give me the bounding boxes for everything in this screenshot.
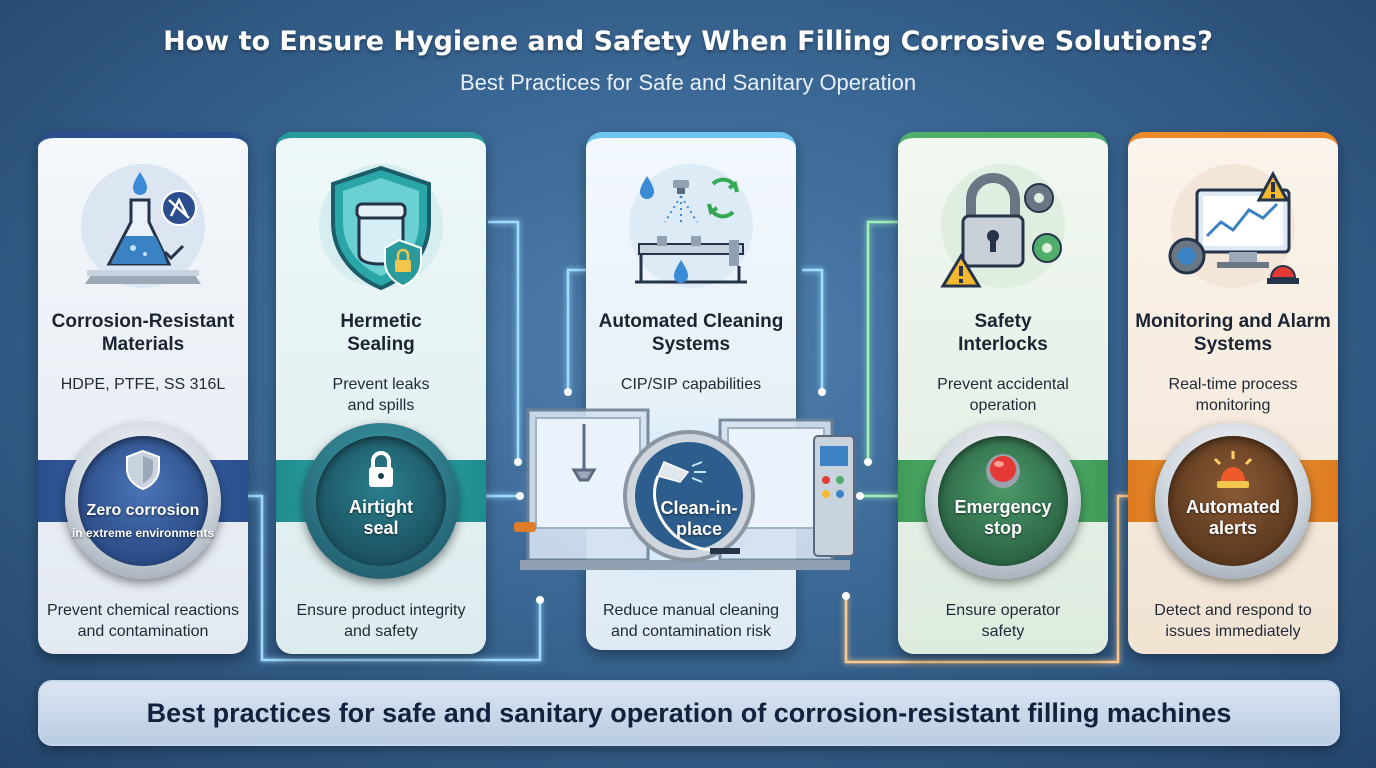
feature-badge: Emergency stop	[925, 423, 1081, 579]
card-benefit: Ensure product integrity and safety	[296, 602, 466, 640]
page-title: How to Ensure Hygiene and Safety When Fi…	[163, 26, 1213, 57]
cip-badge-label: Clean-in-place	[660, 498, 738, 539]
card-title: Hermetic Sealing	[340, 311, 422, 355]
card-description: Prevent leaks and spills	[332, 376, 430, 414]
wire-card2-top	[488, 220, 520, 462]
card-hermetic-sealing: Hermetic Sealing Prevent leaks and spill…	[276, 132, 486, 654]
alarm-light-icon	[1213, 451, 1253, 488]
wire-card3-right	[802, 268, 824, 392]
feature-badge: Zero corrosion in extreme environments	[65, 423, 221, 579]
filling-machine-illustration	[514, 405, 864, 590]
badge-label: Airtight seal	[349, 497, 413, 538]
feature-badge: Automated alerts	[1155, 423, 1311, 579]
wire-card1	[242, 494, 542, 662]
spray-nozzle-icon	[629, 164, 753, 288]
footer-banner: Best practices for safe and sanitary ope…	[38, 680, 1340, 746]
card-benefit: Detect and respond to issues immediately	[1154, 602, 1312, 640]
flask-icon	[81, 164, 205, 288]
card-title: Corrosion-Resistant Materials	[51, 311, 235, 355]
card-benefit: Ensure operator safety	[945, 602, 1061, 640]
card-benefit: Prevent chemical reactions and contamina…	[46, 602, 240, 640]
card-description: CIP/SIP capabilities	[620, 376, 762, 393]
badge-sublabel: in extreme environments	[71, 526, 215, 540]
card-description: Real-time process monitoring	[1168, 376, 1298, 414]
card-title: Monitoring and Alarm Systems	[1135, 311, 1331, 355]
page-subtitle: Best Practices for Safe and Sanitary Ope…	[459, 70, 917, 95]
card-benefit: Reduce manual cleaning and contamination…	[602, 602, 780, 640]
card-title: Automated Cleaning Systems	[598, 311, 784, 355]
badge-label: Zero corrosion	[86, 502, 200, 519]
wire-card3-left	[566, 268, 586, 392]
wire-card5	[844, 494, 1138, 664]
padlock-gear-icon	[940, 164, 1065, 288]
card-description: HDPE, PTFE, SS 316L	[60, 376, 226, 393]
card-title: Safety Interlocks	[958, 311, 1048, 355]
badge-label: Emergency stop	[954, 497, 1052, 538]
badge-label: Automated alerts	[1186, 497, 1280, 538]
shield-icon	[126, 449, 160, 491]
card-corrosion-resistant: Corrosion-Resistant Materials HDPE, PTFE…	[38, 132, 248, 654]
card-safety-interlocks: Safety Interlocks Prevent accidental ope…	[898, 132, 1108, 654]
wire-card4-top	[866, 220, 898, 462]
padlock-icon	[369, 451, 393, 487]
card-monitoring-alarm: Monitoring and Alarm Systems Real-time p…	[1128, 132, 1338, 654]
monitor-alarm-icon	[1168, 164, 1299, 288]
card-description: Prevent accidental operation	[937, 376, 1069, 414]
stop-button-icon	[986, 454, 1020, 488]
shield-jar-icon	[319, 164, 443, 291]
feature-badge: Airtight seal	[303, 423, 459, 579]
